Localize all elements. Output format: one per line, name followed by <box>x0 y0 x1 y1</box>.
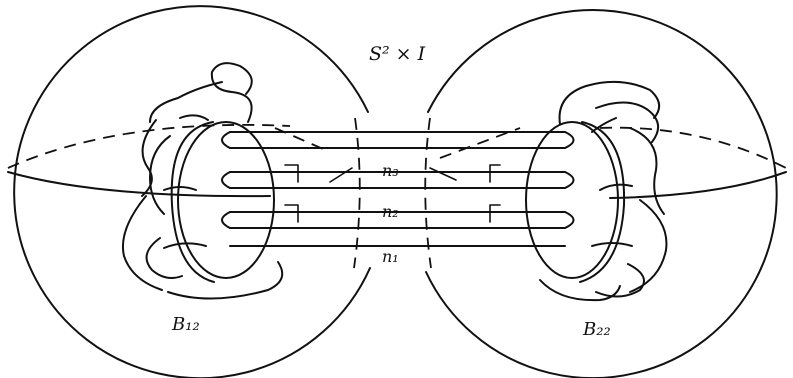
left-ball-outline <box>13 5 371 378</box>
n1-label: n₁ <box>382 247 399 266</box>
handles <box>221 131 575 247</box>
right-ball <box>425 9 787 378</box>
right-equator-back <box>599 126 787 169</box>
n3-label: n₃ <box>382 161 399 180</box>
right-ball-outline <box>425 9 778 378</box>
left-tangle <box>122 62 284 300</box>
left-equator-back <box>7 124 291 169</box>
left-equator-front <box>7 171 271 198</box>
right-equator-front <box>609 171 787 199</box>
right-tangle <box>539 80 668 302</box>
n2-label: n₂ <box>382 202 399 221</box>
b22-label: B₂₂ <box>582 319 611 340</box>
right-ring <box>525 121 626 283</box>
inner-crossings <box>284 164 501 223</box>
left-ring <box>170 121 275 283</box>
b12-label: B₁₂ <box>171 314 200 335</box>
left-ball <box>7 5 371 378</box>
space-label: S² × I <box>369 43 426 65</box>
